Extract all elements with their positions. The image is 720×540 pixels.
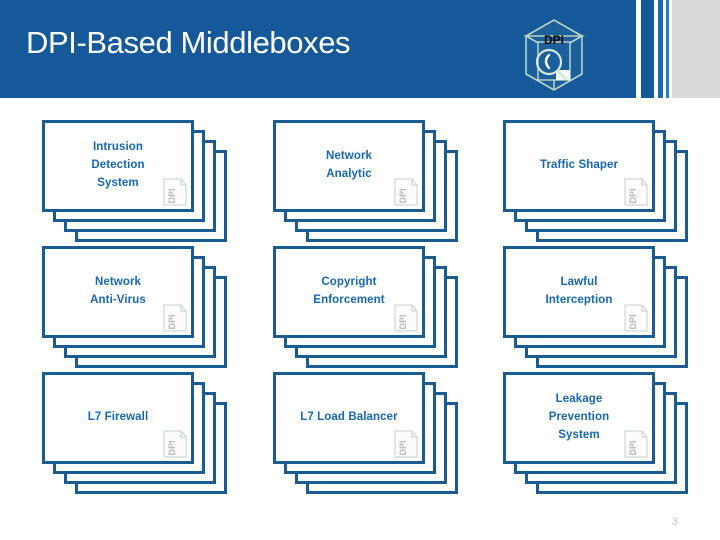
- dpi-document-icon: DPI: [163, 430, 187, 458]
- svg-text:DPI: DPI: [628, 314, 638, 329]
- dpi-document-icon: DPI: [394, 304, 418, 332]
- svg-text:DPI: DPI: [398, 314, 408, 329]
- svg-text:DPI: DPI: [628, 440, 638, 455]
- page-title: DPI-Based Middleboxes: [26, 25, 351, 60]
- svg-text:DPI: DPI: [167, 314, 177, 329]
- svg-text:DPI: DPI: [398, 440, 408, 455]
- card-stack: L7 Load Balancer DPI: [273, 372, 458, 494]
- card-label: Traffic Shaper: [539, 159, 619, 172]
- svg-text:DPI: DPI: [167, 188, 177, 203]
- svg-text:DPI: DPI: [628, 188, 638, 203]
- dpi-document-icon: DPI: [163, 178, 187, 206]
- card-stack: Traffic Shaper DPI: [503, 120, 688, 242]
- dpi-document-icon: DPI: [394, 430, 418, 458]
- header-stripe-thick: [641, 0, 654, 98]
- card-cell-l7-load-balancer[interactable]: L7 Load Balancer DPI: [273, 372, 458, 494]
- card-cell-traffic-shaper[interactable]: Traffic Shaper DPI: [503, 120, 688, 242]
- svg-text:DPI: DPI: [398, 188, 408, 203]
- header-side-panel: [672, 0, 720, 98]
- dpi-document-icon: DPI: [624, 178, 648, 206]
- dpi-document-icon: DPI: [394, 178, 418, 206]
- card-front[interactable]: L7 Load Balancer DPI: [273, 372, 425, 464]
- card-front[interactable]: L7 Firewall DPI: [42, 372, 194, 464]
- card-label: L7 Firewall: [87, 411, 149, 424]
- header-stripe-medium: [658, 0, 663, 98]
- card-label: L7 Load Balancer: [300, 411, 398, 424]
- card-stack: L7 Firewall DPI: [42, 372, 227, 494]
- page-number: 3: [671, 516, 678, 528]
- dpi-box-magnifier-icon: DPI: [522, 19, 586, 91]
- svg-text:DPI: DPI: [167, 440, 177, 455]
- slide-header: DPI-Based Middleboxes DPI: [0, 0, 720, 98]
- card-cell-l7-firewall[interactable]: L7 Firewall DPI: [42, 372, 227, 494]
- header-stripe-thin: [666, 0, 669, 98]
- dpi-document-icon: DPI: [163, 304, 187, 332]
- logo-label: DPI: [544, 33, 564, 47]
- card-front[interactable]: Traffic Shaper DPI: [503, 120, 655, 212]
- dpi-document-icon: DPI: [624, 430, 648, 458]
- dpi-document-icon: DPI: [624, 304, 648, 332]
